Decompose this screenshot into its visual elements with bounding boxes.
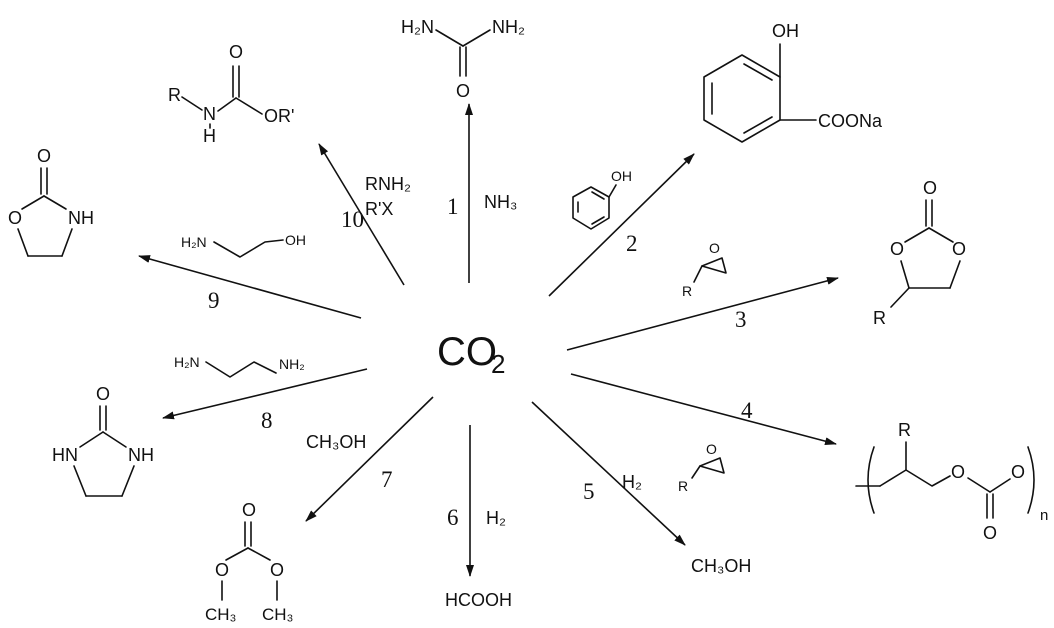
route-9-ethanolamine: H₂N OH	[181, 232, 306, 258]
route-10-reagent-b: R'X	[365, 199, 393, 219]
route-labels: 1 NH₃ OH 2 O R 3 4 O R 5 H₂	[174, 168, 753, 530]
route-10-number: 10	[341, 207, 364, 232]
polycarbonate-o-end: O	[1011, 462, 1025, 482]
product-methanol: CH₃OH	[691, 556, 751, 576]
cyclic-carbonate-o-left: O	[890, 239, 904, 259]
arrow-7	[305, 396, 434, 522]
reaction-arrows	[138, 103, 839, 577]
product-oxazolidinone: O O NH	[8, 146, 94, 257]
polycarbonate-o-ester: O	[951, 462, 965, 482]
urea-left-nh2: H₂N	[401, 17, 434, 37]
carbamate-o-carbonyl: O	[229, 42, 243, 62]
imidazolidinone-nh: NH	[128, 445, 154, 465]
formic-acid-label: HCOOH	[445, 590, 512, 610]
dmc-o-right: O	[270, 560, 284, 580]
route-8-ethylenediamine: H₂N NH₂	[174, 354, 305, 378]
route-9-number: 9	[208, 288, 220, 313]
product-urea: H₂N NH₂ O	[401, 17, 525, 101]
oxazolidinone-nh: NH	[68, 208, 94, 228]
route-2-reagent: OH	[611, 168, 632, 184]
dmc-ch3-right: CH₃	[262, 605, 293, 624]
product-cyclic-carbonate: O O O R	[873, 178, 966, 328]
arrow-9	[138, 255, 362, 319]
route-8-reagent-b: NH₂	[279, 356, 305, 372]
imidazolidinone-o: O	[96, 384, 110, 404]
route-3-epoxide-r: R	[682, 283, 692, 299]
route-8-reagent-a: H₂N	[174, 354, 200, 370]
arrow-5	[531, 401, 686, 546]
arrow-4	[570, 373, 837, 446]
co2-formula: CO	[437, 330, 497, 374]
cyclic-carbonate-o-right: O	[952, 239, 966, 259]
center-co2: CO 2	[437, 330, 505, 379]
route-8-number: 8	[261, 408, 273, 433]
route-1-number: 1	[447, 194, 459, 219]
arrow-2	[548, 153, 695, 297]
route-3-epoxide: O R	[682, 240, 727, 299]
route-1-reagent: NH₃	[484, 192, 517, 212]
route-7-reagent: CH₃OH	[306, 432, 366, 452]
product-carbamate: R N H O OR'	[168, 42, 294, 146]
arrow-8	[162, 368, 368, 420]
urea-oxygen: O	[456, 81, 470, 101]
route-2-number: 2	[626, 231, 638, 256]
route-6-number: 6	[447, 505, 459, 530]
product-sodium-salicylate: OH COONa	[703, 21, 883, 143]
polycarbonate-o-carbonyl: O	[983, 523, 997, 543]
route-3-number: 3	[735, 307, 747, 332]
route-4-epoxide-o: O	[706, 441, 717, 457]
urea-right-nh2: NH₂	[492, 17, 525, 37]
co2-subscript: 2	[491, 349, 505, 379]
dmc-o-carbonyl: O	[242, 500, 256, 520]
route-2-phenol: OH	[572, 168, 632, 230]
arrow-3	[566, 276, 839, 351]
route-10-reagent-a: RNH₂	[365, 174, 411, 194]
route-7-number: 7	[381, 467, 393, 492]
product-dimethyl-carbonate: O O O CH₃ CH₃	[205, 500, 293, 624]
route-4-epoxide: O R	[678, 441, 725, 494]
route-5-reagent: H₂	[622, 472, 642, 492]
product-polycarbonate: R O O O n	[855, 420, 1048, 543]
product-formic-acid: HCOOH	[445, 590, 512, 610]
oxazolidinone-o-carbonyl: O	[37, 146, 51, 166]
carbamate-n: N	[203, 104, 216, 124]
oxazolidinone-o-ring: O	[8, 208, 22, 228]
route-9-reagent-b: OH	[285, 232, 306, 248]
polycarbonate-n: n	[1040, 507, 1048, 524]
product-imidazolidinone: O HN NH	[52, 384, 154, 497]
route-3-epoxide-o: O	[709, 240, 720, 256]
route-4-epoxide-r: R	[678, 478, 688, 494]
carbamate-or: OR'	[264, 106, 294, 126]
salicylate-oh: OH	[772, 21, 799, 41]
polycarbonate-r: R	[898, 420, 911, 440]
cyclic-carbonate-o-carbonyl: O	[923, 178, 937, 198]
cyclic-carbonate-r: R	[873, 308, 886, 328]
carbamate-r: R	[168, 85, 181, 105]
arrow-10	[318, 143, 405, 286]
imidazolidinone-hn: HN	[52, 445, 78, 465]
salicylate-coona: COONa	[818, 111, 883, 131]
methanol-label: CH₃OH	[691, 556, 751, 576]
route-4-number: 4	[741, 398, 753, 423]
carbamate-h: H	[203, 126, 216, 146]
route-9-reagent-a: H₂N	[181, 234, 207, 250]
route-6-reagent: H₂	[486, 508, 506, 528]
dmc-ch3-left: CH₃	[205, 605, 236, 624]
route-5-number: 5	[583, 479, 595, 504]
dmc-o-left: O	[215, 560, 229, 580]
